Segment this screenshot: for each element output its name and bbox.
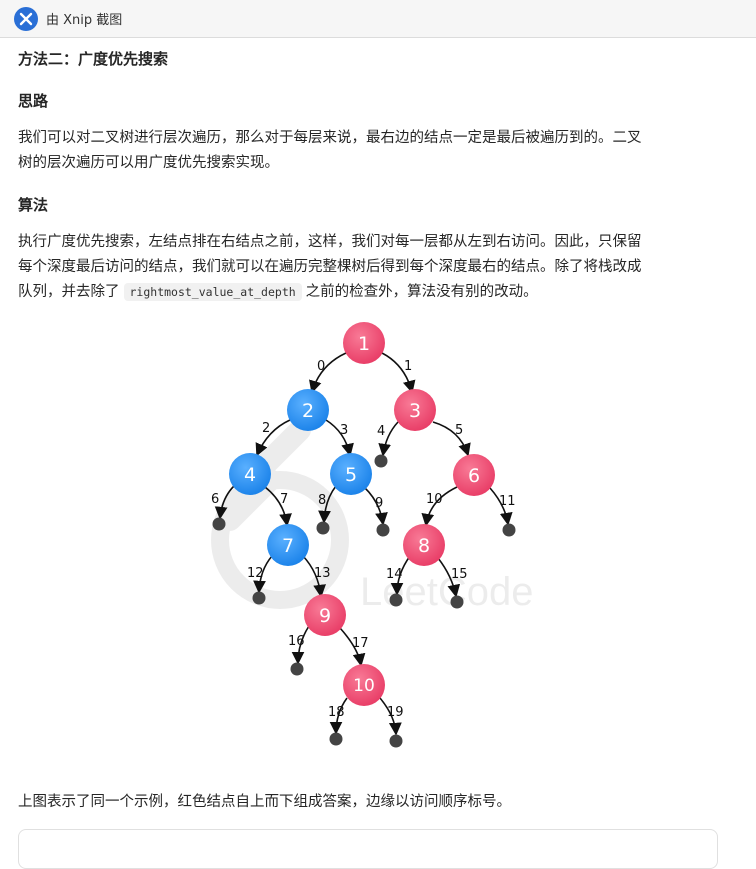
svg-text:9: 9 xyxy=(319,605,331,627)
edge-label: 9 xyxy=(375,496,383,511)
inline-code: rightmost_value_at_depth xyxy=(123,283,302,301)
edge-label: 13 xyxy=(314,566,331,581)
null-leaf xyxy=(212,517,226,531)
figure-caption: 上图表示了同一个示例，红色结点自上而下组成答案，边缘以访问顺序标号。 xyxy=(18,794,511,810)
svg-text:1: 1 xyxy=(358,333,370,355)
window-titlebar: 由 Xnip 截图 xyxy=(0,0,756,38)
edge-label: 2 xyxy=(262,421,270,436)
algo-line-1: 执行广度优先搜索，左结点排在右结点之前，这样，我们对每一层都从左到右访问。因此，… xyxy=(18,234,642,250)
svg-text:4: 4 xyxy=(244,464,256,486)
edge-17 xyxy=(339,627,366,667)
svg-text:2: 2 xyxy=(302,400,314,422)
edge-label: 1 xyxy=(404,359,412,374)
method-heading: 方法二：广度优先搜索 xyxy=(18,50,169,68)
null-leaf xyxy=(502,523,516,537)
edge-label: 7 xyxy=(280,492,288,507)
svg-text:10: 10 xyxy=(353,676,375,696)
tree-nodes: 1 2 3 4 5 6 7 8 9 10 xyxy=(229,322,495,706)
bfs-tree-figure: LeetCode 0 1 2 3 4 5 6 7 8 9 10 xyxy=(211,322,533,748)
edge-label: 16 xyxy=(288,634,305,649)
algo-line-3-before: 队列，并去除了 xyxy=(18,284,120,300)
tree-node-4: 4 xyxy=(229,453,271,495)
edge-16 xyxy=(291,625,310,665)
window-title: 由 Xnip 截图 xyxy=(46,13,123,28)
algo-line-2: 每个深度最后访问的结点，我们就可以在遍历完整棵树后得到每个深度最右的结点。除了将… xyxy=(18,259,642,275)
edge-label: 8 xyxy=(318,493,326,508)
tree-node-3: 3 xyxy=(394,389,436,431)
section-algorithm-text: 执行广度优先搜索，左结点排在右结点之前，这样，我们对每一层都从左到右访问。因此，… xyxy=(18,230,718,305)
edge-3 xyxy=(325,419,354,457)
edge-4 xyxy=(378,421,399,457)
section-idea-title: 思路 xyxy=(18,92,49,110)
idea-line-1: 我们可以对二叉树进行层次遍历，那么对于每层来说，最右边的结点一定是最后被遍历到的… xyxy=(18,130,642,146)
edge-9 xyxy=(363,486,388,526)
edge-label: 4 xyxy=(377,424,385,439)
code-panel[interactable] xyxy=(18,829,718,869)
edge-label: 6 xyxy=(211,492,219,507)
watermark-text: LeetCode xyxy=(360,570,533,614)
edge-10 xyxy=(421,486,458,527)
tree-node-6: 6 xyxy=(453,454,495,496)
edge-6 xyxy=(214,485,235,520)
tree-node-7: 7 xyxy=(267,524,309,566)
tree-node-2: 2 xyxy=(287,389,329,431)
null-leaves xyxy=(212,454,516,748)
svg-text:6: 6 xyxy=(468,465,480,487)
edge-label: 18 xyxy=(328,705,345,720)
tree-node-10: 10 xyxy=(343,664,385,706)
edge-12 xyxy=(253,555,273,594)
edge-0 xyxy=(309,352,347,394)
null-leaf xyxy=(316,521,330,535)
edge-label: 15 xyxy=(451,567,468,582)
algo-line-3-after: 之前的检查外，算法没有别的改动。 xyxy=(305,284,538,300)
idea-line-2: 树的层次遍历可以用广度优先搜索实现。 xyxy=(18,155,279,171)
section-idea-text: 我们可以对二叉树进行层次遍历，那么对于每层来说，最右边的结点一定是最后被遍历到的… xyxy=(18,126,718,176)
null-leaf xyxy=(389,593,403,607)
edge-label: 12 xyxy=(247,566,264,581)
null-leaf xyxy=(374,454,388,468)
svg-text:3: 3 xyxy=(409,400,421,422)
tree-node-8: 8 xyxy=(403,524,445,566)
edge-2 xyxy=(255,419,291,457)
tree-node-1: 1 xyxy=(343,322,385,364)
xnip-app-icon[interactable] xyxy=(14,6,38,31)
null-leaf xyxy=(376,523,390,537)
edge-label: 3 xyxy=(340,423,348,438)
edge-7 xyxy=(264,486,292,527)
null-leaf xyxy=(290,662,304,676)
tree-node-5: 5 xyxy=(330,453,372,495)
edge-label: 0 xyxy=(317,359,325,374)
section-algorithm-title: 算法 xyxy=(18,196,49,214)
edge-19 xyxy=(379,697,402,736)
edge-15 xyxy=(437,557,461,598)
edge-label: 11 xyxy=(499,494,516,509)
svg-text:8: 8 xyxy=(418,535,430,557)
tree-node-9: 9 xyxy=(304,594,346,636)
edge-13 xyxy=(302,555,326,598)
edge-label: 19 xyxy=(387,705,404,720)
edge-5 xyxy=(432,421,471,457)
null-leaf xyxy=(329,732,343,746)
edge-label: 5 xyxy=(455,423,463,438)
null-leaf xyxy=(389,734,403,748)
edge-11 xyxy=(489,487,513,526)
edge-label: 10 xyxy=(426,492,443,507)
tree-edges xyxy=(214,352,513,736)
edge-18 xyxy=(329,697,348,735)
edge-label: 17 xyxy=(352,636,369,651)
svg-text:5: 5 xyxy=(345,464,357,486)
edge-1 xyxy=(381,352,416,394)
edge-14 xyxy=(390,555,411,596)
null-leaf xyxy=(450,595,464,609)
null-leaf xyxy=(252,591,266,605)
edge-label: 14 xyxy=(386,567,403,582)
svg-text:7: 7 xyxy=(282,535,294,557)
edge-8 xyxy=(318,485,337,524)
edge-labels: 0 1 2 3 4 5 6 7 8 9 10 11 12 13 14 15 16… xyxy=(211,359,516,720)
